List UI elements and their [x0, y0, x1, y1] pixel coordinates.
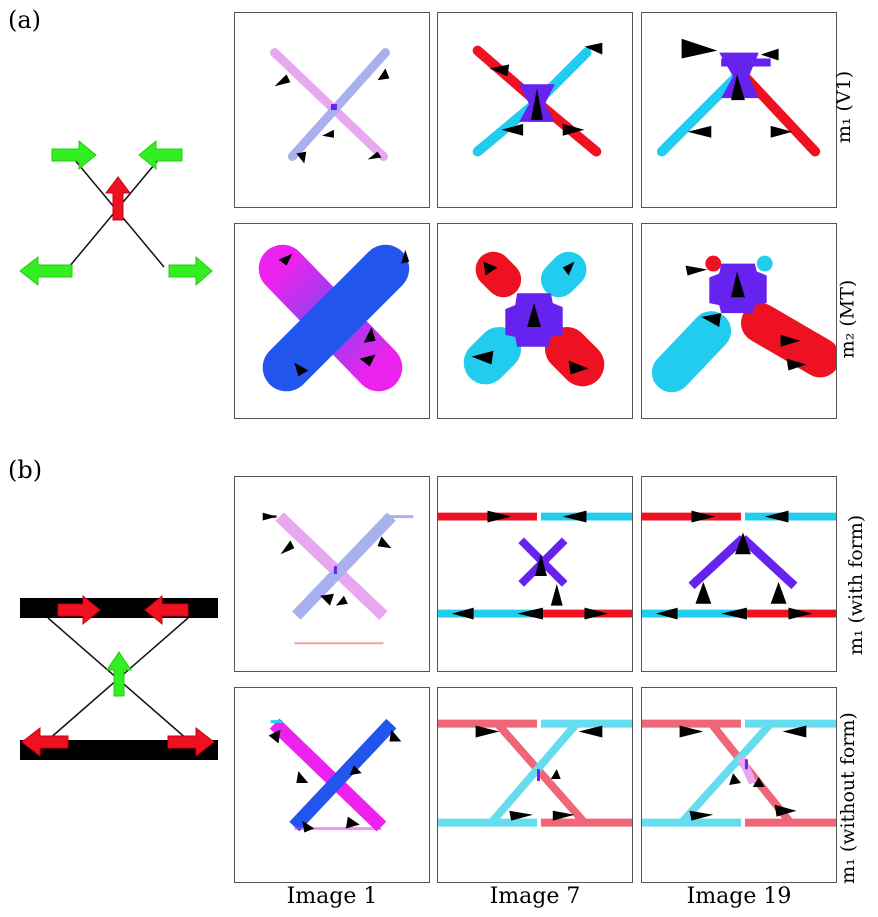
panel-b-without-form-image-1	[234, 687, 430, 883]
panel-b-with-form-image-1	[234, 476, 430, 672]
row-label-b-top: m₁ (with form)	[845, 514, 868, 656]
panel-b-without-form-image-19	[641, 687, 837, 883]
row-label-a-bottom: m₂ (MT)	[836, 279, 859, 359]
row-label-b-bottom: m₁ (without form)	[836, 712, 859, 884]
panel-b-with-form-image-7	[437, 476, 633, 672]
panel-a-v1-image-1	[234, 12, 430, 208]
panel-b-with-form-image-19	[641, 476, 837, 672]
panel-a-mt-image-1	[234, 223, 430, 419]
part-b-tag: (b)	[8, 456, 43, 484]
part-a-tag: (a)	[8, 6, 42, 34]
panel-a-v1-image-7	[437, 12, 633, 208]
panel-a-v1-image-19	[641, 12, 837, 208]
column-label-image-7: Image 7	[489, 884, 581, 909]
column-label-image-19: Image 19	[686, 884, 792, 909]
column-label-image-1: Image 1	[286, 884, 378, 909]
row-label-a-top: m₁ (V1)	[833, 70, 856, 144]
panel-b-without-form-image-7	[437, 687, 633, 883]
schematic-b	[20, 594, 218, 760]
panel-a-mt-image-7	[437, 223, 633, 419]
panel-a-mt-image-19	[641, 223, 837, 419]
schematic-a	[19, 139, 213, 287]
